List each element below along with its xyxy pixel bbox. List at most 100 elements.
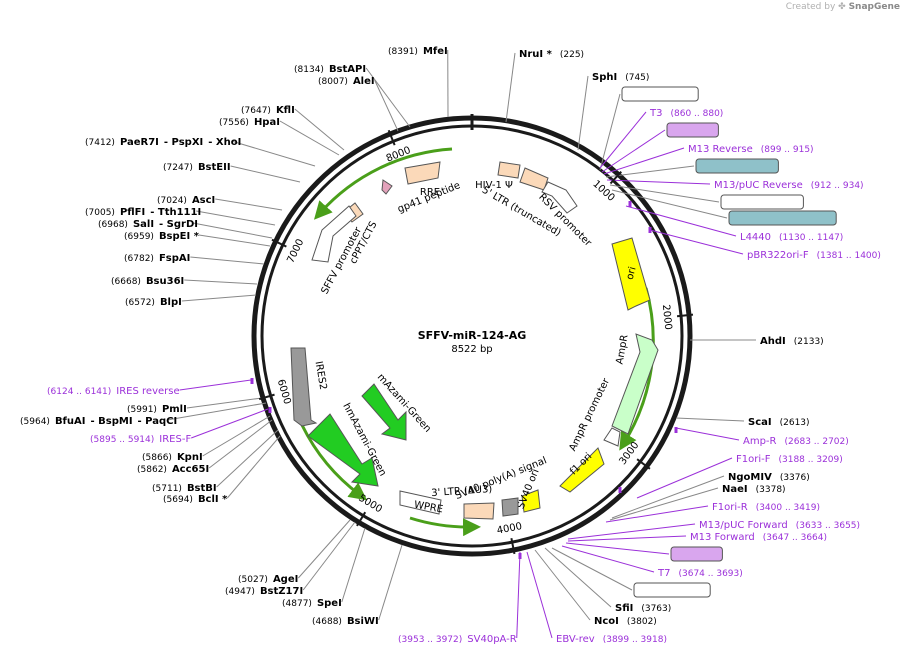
snapgene-credit: Created by ✤ SnapGene [786,2,900,12]
leader-m13-puc-forward [567,523,696,540]
primer-mark-5 [250,378,254,384]
label-t7: T7(3674 .. 3693) [657,568,743,579]
label-coord-7647: (7647) [241,106,271,116]
label-name-bsu36i: Bsu36I [146,276,184,287]
label-text-bstz17i: (4947)BstZ17I [225,586,303,597]
label-coord-7247: (7247) [163,163,193,173]
label-nrui: NruI *(225) [519,49,584,60]
label-text-acc65i: (5862)Acc65I [137,464,209,475]
label-text-naei: NaeI(3378) [722,484,786,495]
leader-t7-promoter [551,547,633,591]
label-name-naei: NaeI [722,484,748,495]
label-extra-paqci: - PaqCI [138,416,178,427]
label-t3: T3(860 .. 880) [649,108,723,119]
label-coord-m13-puc-reverse: (912 .. 934) [811,181,864,191]
feature-hiv-1: HIV-1 Ψ [475,161,521,191]
label-box-t7-promoter [633,582,711,598]
label-m13-puc-reverse: M13/pUC Reverse(912 .. 934) [714,180,864,191]
label-asci: (7024)AscI [157,195,215,206]
label-text-blpi: (6572)BlpI [125,297,182,308]
leader-pflfi [196,210,276,226]
feature-label-ires2: IRES2 [313,360,329,390]
feature-shape-rsv-promoter [541,181,578,214]
label-coord-5027: (5027) [238,575,268,585]
label-text-bsiwi: (4688)BsiWI [312,616,379,627]
feature-f1-ori: f1 ori [559,447,605,493]
primer-mark-4 [518,553,522,559]
label-text-bfuai: (5964)BfuAI- BspMI- PaqCI [20,416,177,427]
label-extra-sgrdi: - SgrDI [159,219,198,230]
leader-ebv-rev [526,551,553,639]
leader-naei [609,487,719,521]
tick-8000 [387,129,396,146]
feature-labels: (8391)MfeI(8134)BstAPI(8007)AleI(7647)Kf… [20,46,881,645]
leader-blpi [181,294,257,302]
feature-ampr: AmpR [611,333,659,435]
credit-brand: SnapGene [848,2,900,12]
label-amp-r: Amp-R(2683 .. 2702) [743,436,849,447]
label-name-asci: AscI [192,195,215,206]
label-name-nrui: NruI * [519,49,553,60]
feature-shape-ampr [611,333,659,435]
feature-ampr-promoter: AmpR promoter [567,376,621,453]
label-text-ebv-rev: EBV-rev(3899 .. 3918) [556,634,667,645]
label-text-mfei: (8391)MfeI [388,46,448,57]
tick-label-8000: 8000 [385,145,413,165]
label-f1ori-f: F1ori-F(3188 .. 3209) [736,454,843,465]
label-name-pmli: PmlI [162,404,187,415]
label-text-asci: (7024)AscI [157,195,215,206]
leader-t7 [561,545,655,573]
primer-mark-2 [674,427,678,433]
label-bcli: (5694)BclI * [163,494,228,505]
label-text-pbr322ori-f: pBR322ori-F(1381 .. 1400) [747,250,881,261]
tick-label-5000: 5000 [356,493,383,516]
label-name-ebv-rev: EBV-rev [556,634,595,645]
label-name-paer7i: PaeR7I [120,137,159,148]
label-text-f1ori-f: F1ori-F(3188 .. 3209) [736,454,843,465]
label-coord-5991: (5991) [127,405,157,415]
tick-1000 [609,170,622,185]
label-name-bstapi: BstAPI [329,64,366,75]
label-name-sfii: SfiI [615,603,633,614]
tick-7000 [271,238,287,248]
leader-ncoi [534,549,591,621]
leader-m13-puc-reverse [606,179,711,185]
label-hpai: (7556)HpaI [219,117,280,128]
label-coord-8134: (8134) [294,65,324,75]
label-coord-6968: (6968) [98,220,128,230]
feature-shape-sv40-poly-a-signal [501,497,519,517]
label-coord-8007: (8007) [318,77,348,87]
feature-wpre: WPRE [399,490,444,515]
label-coord-m13-puc-forward: (3633 .. 3655) [796,521,860,531]
label-kpni: (5866) KpnI [142,452,203,463]
label-m13-puc-forward: M13/pUC Forward(3633 .. 3655) [699,520,860,531]
label-blpi: (6572)BlpI [125,297,182,308]
leader-nrui [505,52,516,123]
label-text-t7: T7(3674 .. 3693) [657,568,743,579]
feature-hmazami-green: hmAzami-Green [307,401,388,487]
label-bsteii: (7247) BstEII [163,162,231,173]
label-name-acc65i: Acc65I [172,464,209,475]
label-bsu36i: (6668)Bsu36I [111,276,184,287]
leader-acc65i [208,419,273,469]
label-coord-5694: (5694) [163,495,193,505]
leader-kpni [202,415,271,457]
label-coord-5866: (5866) [142,453,172,463]
label-name-l4440: L4440 [740,232,771,243]
feature-shape-wpre [399,490,442,515]
label-ncoi: NcoI(3802) [594,616,657,627]
label-name-bstz17i: BstZ17I [260,586,303,597]
label-name-ngomiv: NgoMIV [728,472,772,483]
label-text-ahdi: AhdI(2133) [760,336,824,347]
label-name-bsteii: BstEII [198,162,231,173]
label-sfii: SfiI(3763) [615,603,671,614]
label-coord-l4440: (1130 .. 1147) [779,233,843,243]
label-extra-tth111i: - Tth111I [150,207,201,218]
feature-rre: RRE [404,161,441,198]
label-text-m13-puc-reverse: M13/pUC Reverse(912 .. 934) [714,180,864,191]
label-name-kpni: KpnI [177,452,203,463]
label-ngomiv: NgoMIV(3376) [728,472,810,483]
leader-sfii [544,547,612,608]
label-coord-6782: (6782) [124,254,154,264]
leader-sali [192,222,273,239]
